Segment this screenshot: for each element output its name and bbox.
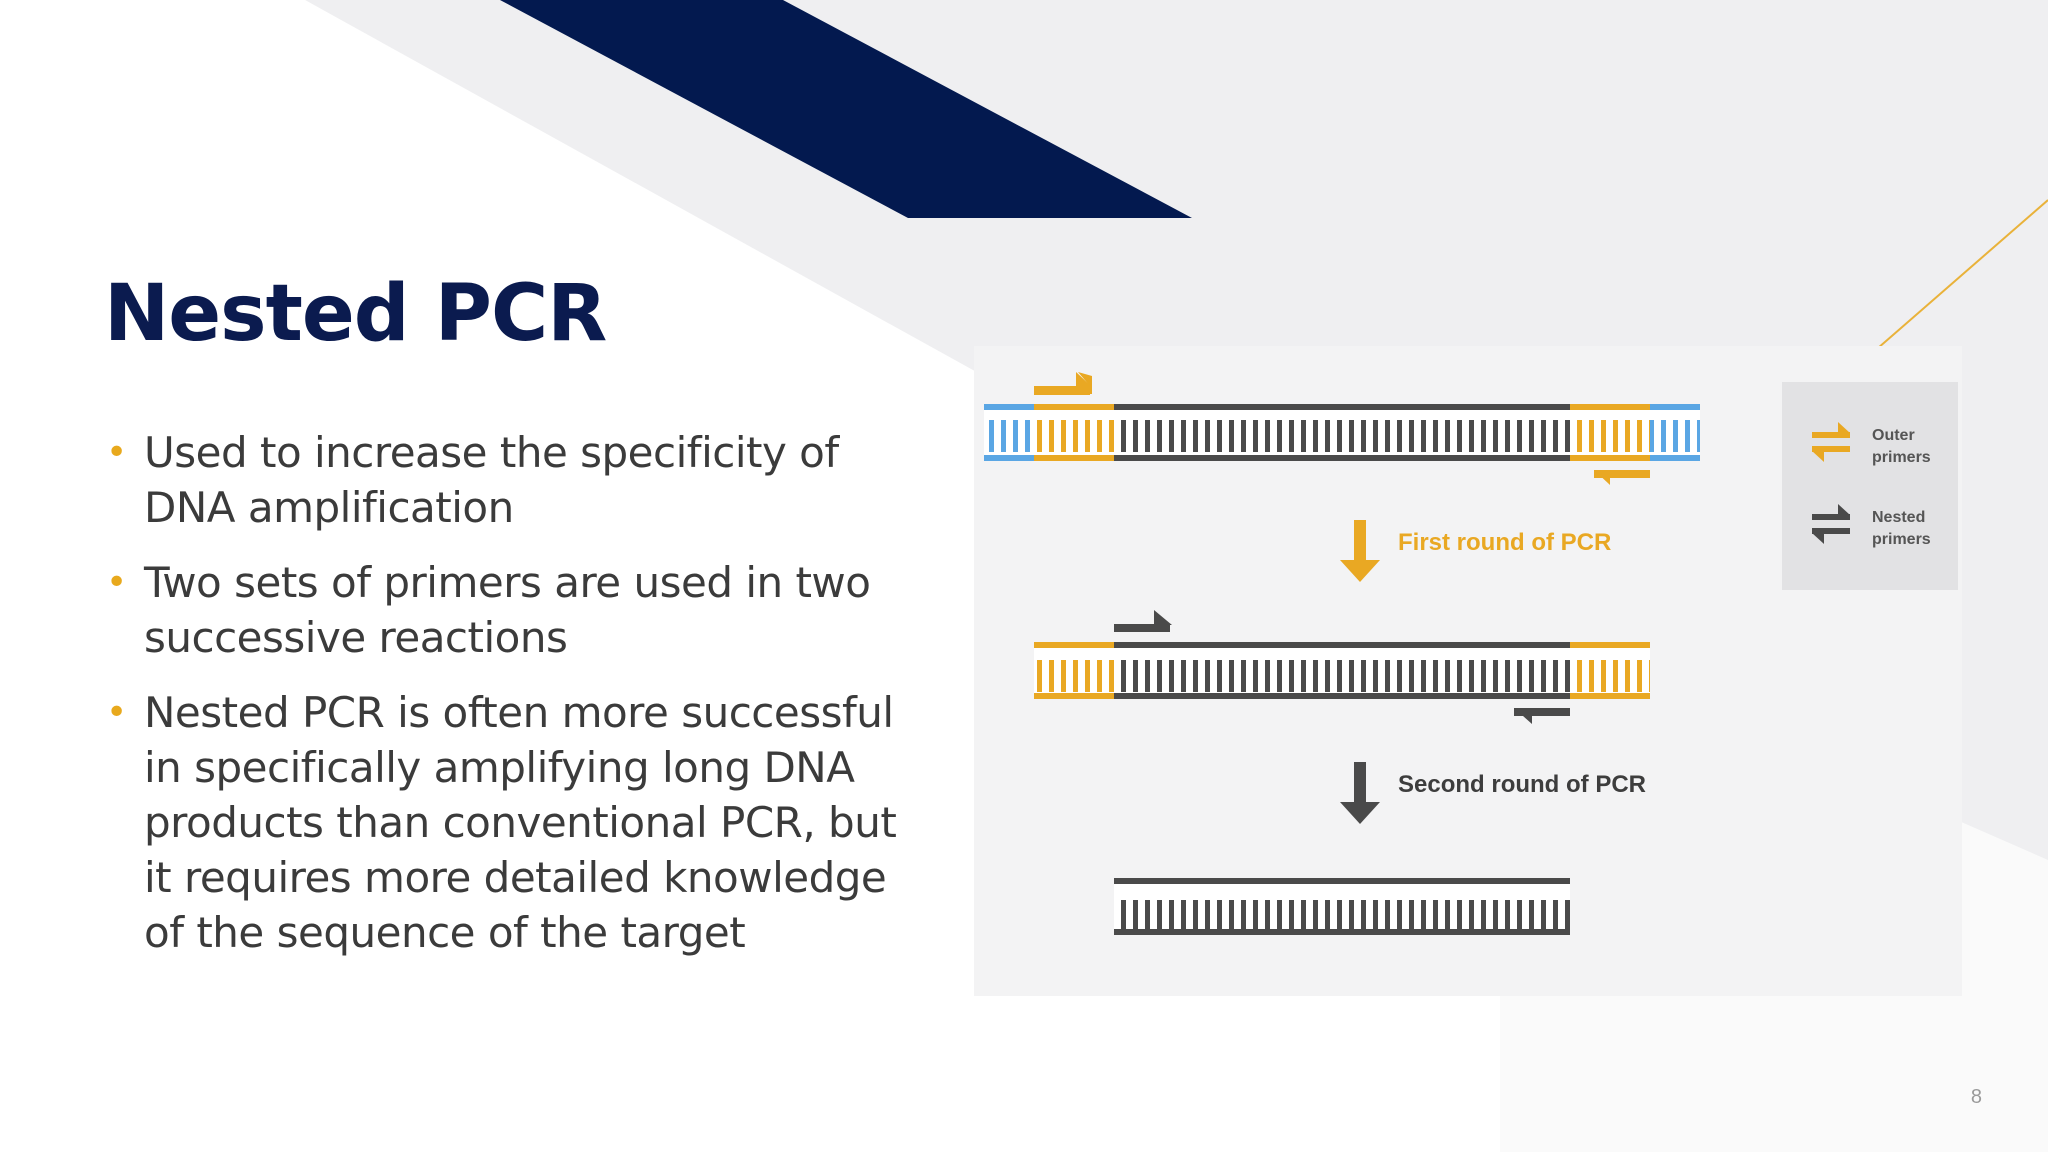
gold-accent-line — [1869, 199, 2048, 356]
dna-strand-original — [984, 404, 1700, 461]
dna-strand-second-round — [1114, 878, 1570, 935]
bullet-text-2: Two sets of primers are used in two succ… — [144, 558, 871, 662]
bullet-item-1: • Used to increase the specificity of DNA… — [104, 425, 924, 535]
nested-primers-legend-icon — [1812, 504, 1850, 544]
slide-title: Nested PCR — [104, 269, 607, 359]
step2-label: Second round of PCR — [1398, 771, 1646, 798]
bullet-dot: • — [106, 692, 127, 733]
nested-pcr-diagram: First round of PCR Second round of PCR — [974, 346, 1962, 996]
nested-forward-primer-icon — [1114, 610, 1172, 632]
dna-strand-first-round — [1034, 642, 1650, 699]
slide-number: 8 — [1970, 1086, 1982, 1108]
outer-forward-primer-icon — [1034, 372, 1094, 395]
legend-box: Outer primers Nested primers — [1782, 382, 1958, 590]
background-white-wedge — [0, 0, 1000, 1152]
bullet-item-3: • Nested PCR is often more successful in… — [104, 685, 924, 960]
nested-reverse-primer-icon — [1514, 708, 1570, 724]
step1-label: First round of PCR — [1398, 529, 1611, 556]
outer-primers-legend-icon — [1812, 422, 1850, 462]
bullet-list: • Used to increase the specificity of DNA… — [104, 425, 924, 980]
arrow-down-icon — [1340, 520, 1380, 582]
legend-nested-line2: primers — [1872, 531, 1931, 548]
bullet-text-1: Used to increase the specificity of DNA … — [144, 428, 839, 532]
legend-nested-line1: Nested — [1872, 509, 1925, 526]
legend-outer-line2: primers — [1872, 449, 1931, 466]
arrow-down-icon — [1340, 762, 1380, 824]
outer-reverse-primer-icon — [1594, 470, 1650, 485]
bullet-text-3: Nested PCR is often more successful in s… — [144, 688, 897, 957]
legend-outer-line1: Outer — [1872, 427, 1915, 444]
bullet-item-2: • Two sets of primers are used in two suc… — [104, 555, 924, 665]
bullet-dot: • — [106, 432, 127, 473]
bullet-dot: • — [106, 562, 127, 603]
navy-accent-band — [500, 0, 1192, 218]
